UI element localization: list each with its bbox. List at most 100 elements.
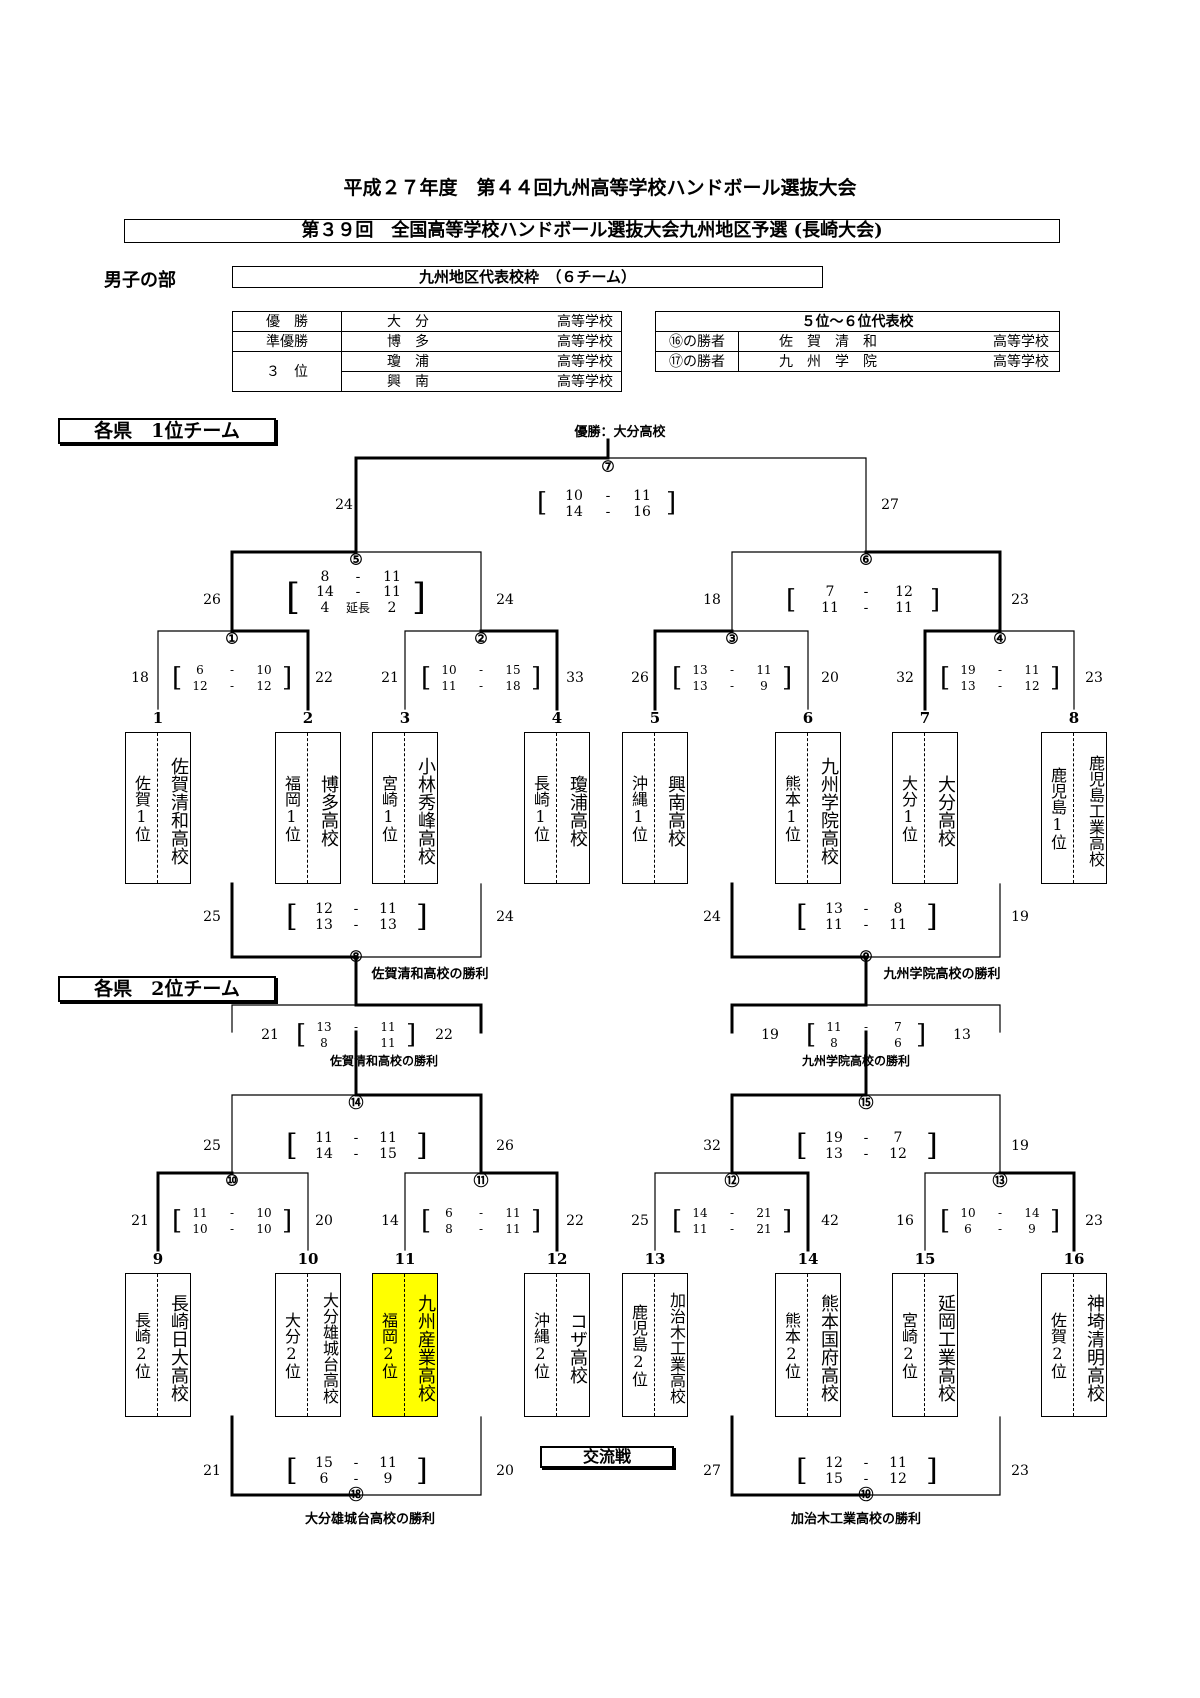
- score: 19: [825, 1130, 843, 1146]
- score: 12: [315, 901, 333, 917]
- total: 16: [896, 1213, 914, 1229]
- total: 21: [131, 1213, 149, 1229]
- match-number: ④: [993, 629, 1007, 648]
- match-number: ⑬: [992, 1171, 1008, 1190]
- dash: -: [863, 1130, 869, 1146]
- bracket-close: ]: [531, 663, 542, 693]
- bracket-close: ]: [1050, 1206, 1061, 1236]
- total: 32: [703, 1138, 721, 1154]
- team-name: 九州学院高校: [807, 733, 840, 883]
- score: 11: [379, 1130, 397, 1146]
- dash: -: [478, 1222, 484, 1236]
- team-name: 大分雄城台高校: [307, 1274, 340, 1416]
- score: 8: [445, 1222, 453, 1236]
- winner-label: 加治木工業高校の勝利: [790, 1512, 922, 1527]
- total: 24: [496, 592, 514, 608]
- score: 13: [379, 917, 397, 933]
- score: 14: [316, 584, 334, 600]
- score: 10: [960, 1206, 976, 1220]
- score: 15: [505, 663, 521, 677]
- final-line-right: [607, 457, 867, 553]
- team-number: 7: [919, 709, 931, 727]
- team-name: 興南高校: [654, 733, 687, 883]
- school-name: 瓊 浦: [387, 353, 429, 370]
- bracket-open: [: [940, 1206, 951, 1236]
- bracket-open: [: [286, 577, 301, 618]
- total: 23: [1085, 1213, 1103, 1229]
- team-prefecture: 沖縄1位: [629, 774, 648, 842]
- section-exchange: 交流戦: [540, 1446, 674, 1468]
- team-number: 6: [802, 709, 814, 727]
- score: 13: [316, 1020, 332, 1034]
- total: 25: [203, 909, 221, 925]
- suffix-cell: 高等学校: [502, 311, 622, 332]
- bracket-close: ]: [416, 1453, 428, 1488]
- dash: -: [353, 1020, 359, 1034]
- score: 11: [383, 584, 401, 600]
- score: 11: [821, 600, 839, 616]
- score: 8: [830, 1036, 838, 1050]
- team-prefecture: 宮崎2位: [899, 1311, 918, 1379]
- score: 11: [756, 663, 772, 677]
- dash: -: [353, 1036, 359, 1050]
- total: 20: [315, 1213, 333, 1229]
- quota-label: 九州地区代表校枠 （６チーム）: [232, 266, 823, 288]
- team-box: コザ高校沖縄2位: [524, 1273, 590, 1417]
- team-prefecture: 沖縄2位: [531, 1311, 550, 1379]
- score: 10: [256, 1206, 272, 1220]
- team-prefecture: 福岡1位: [282, 774, 301, 842]
- team-name: 鹿児島工業高校: [1073, 733, 1106, 883]
- team-prefecture: 宮崎1位: [379, 774, 398, 842]
- match-number: ⑲: [858, 1485, 874, 1504]
- dash: -: [863, 1020, 869, 1034]
- dash: -: [353, 1130, 359, 1146]
- score: 7: [825, 584, 835, 600]
- bracket-close: ]: [666, 488, 677, 518]
- team-box: 神埼清明高校佐賀2位: [1041, 1273, 1107, 1417]
- score: 13: [960, 679, 976, 693]
- team-box: 九州学院高校熊本1位: [775, 732, 841, 884]
- match-number: ③: [725, 629, 739, 648]
- dash: -: [229, 679, 235, 693]
- match-number: ⑪: [473, 1171, 489, 1190]
- bracket-close: ]: [782, 1206, 793, 1236]
- total: 18: [703, 592, 721, 608]
- bracket-open: [: [296, 1020, 307, 1050]
- score: 11: [1024, 663, 1040, 677]
- team-number: 13: [644, 1250, 666, 1268]
- total: 26: [203, 592, 221, 608]
- team-name: コザ高校: [556, 1274, 589, 1416]
- score: 7: [893, 1130, 903, 1146]
- bracket-close: ]: [926, 1453, 938, 1488]
- team-name: 長崎日大高校: [157, 1274, 190, 1416]
- dash: -: [863, 600, 869, 616]
- score: 13: [692, 663, 708, 677]
- score: 11: [192, 1206, 208, 1220]
- total: 24: [335, 497, 353, 513]
- bracket-open: [: [786, 585, 797, 615]
- total: 21: [203, 1463, 221, 1479]
- bracket-open: [: [286, 1128, 298, 1163]
- score: 10: [256, 663, 272, 677]
- total: 26: [631, 670, 649, 686]
- score: 8: [320, 569, 330, 585]
- team-box: 大分高校大分1位: [892, 732, 958, 884]
- score: 11: [441, 679, 457, 693]
- score: 12: [895, 584, 913, 600]
- school-cell: 博 多: [340, 331, 503, 352]
- bracket-close: ]: [782, 663, 793, 693]
- team-prefecture: 佐賀2位: [1048, 1311, 1067, 1379]
- overtime-label: 延長: [345, 601, 371, 615]
- suffix-cell: 高等学校: [502, 371, 622, 392]
- score: 13: [825, 901, 843, 917]
- result-row: ３ 位 瓊 浦 高等学校: [232, 351, 622, 392]
- score: 11: [379, 901, 397, 917]
- score: 6: [894, 1036, 902, 1050]
- total: 21: [381, 670, 399, 686]
- team-number: 14: [797, 1250, 819, 1268]
- team-box: 熊本国府高校熊本2位: [775, 1273, 841, 1417]
- score: 10: [256, 1222, 272, 1236]
- score: 6: [319, 1471, 329, 1487]
- score: 6: [964, 1222, 972, 1236]
